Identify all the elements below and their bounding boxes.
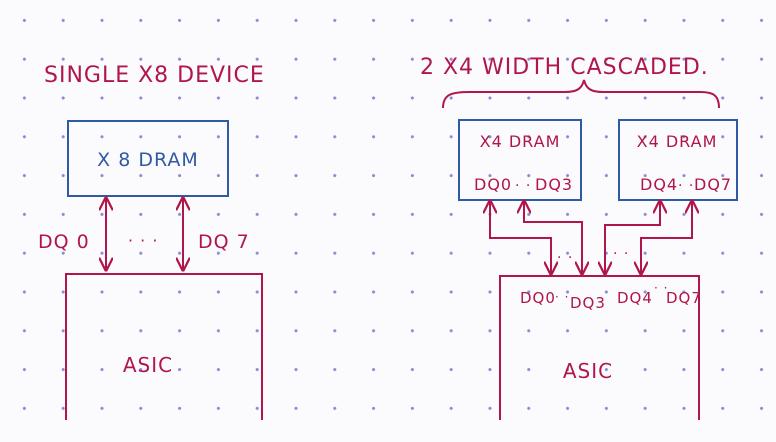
left-asic-box [65, 273, 263, 420]
dq7-label: DQ 7 [198, 231, 250, 253]
right-asic-label: ASIC [563, 359, 613, 383]
x4-dram-1-label: X4 DRAM [480, 132, 561, 151]
left-diagram: SINGLE X8 DEVICE X 8 DRAM DQ 0 · · · DQ … [38, 63, 265, 420]
right-diagram: 2 X4 WIDTH CASCADED. X4 DRAM DQ0 · · DQ3… [420, 55, 738, 420]
asic-pin-dq0: DQ0 [520, 289, 556, 307]
x8-dram-box [67, 120, 229, 197]
x4-dram-1-dq-a: DQ0 [474, 175, 512, 194]
asic-pin-dq3: DQ3 [570, 294, 606, 312]
asic-pin-dq7: DQ7 [666, 289, 702, 307]
right-title: 2 X4 WIDTH CASCADED. [420, 55, 709, 80]
dq-dots-left: · · · [128, 231, 158, 250]
x4-dram-1-dq-dots: · · [515, 178, 531, 194]
x4-dram-2-dq-dots: · · [678, 178, 694, 194]
right-asic-box [499, 275, 700, 420]
x8-dram-label: X 8 DRAM [97, 149, 199, 171]
bus-dq3 [524, 201, 582, 274]
x4-dram-1-dq-b: DQ3 [535, 175, 573, 194]
asic-pin-dq4: DQ4 [617, 289, 653, 307]
dq0-label: DQ 0 [38, 231, 90, 253]
asic-pin-dots-2: · · [654, 281, 668, 295]
x4-dram-2-label: X4 DRAM [637, 132, 718, 151]
bus-dq7 [641, 201, 692, 274]
bus-dq0 [490, 201, 551, 274]
left-title: SINGLE X8 DEVICE [44, 63, 265, 88]
x4-dram-2-dq-b: DQ7 [694, 175, 732, 194]
x4-dram-2-dq-a: DQ4 [640, 175, 678, 194]
left-asic-label: ASIC [123, 353, 173, 377]
bus-dots-right: · · [613, 246, 629, 262]
asic-pin-dots-1: · · [555, 290, 569, 304]
bus-dots-left: · · [557, 250, 573, 266]
grouping-brace [442, 79, 720, 109]
